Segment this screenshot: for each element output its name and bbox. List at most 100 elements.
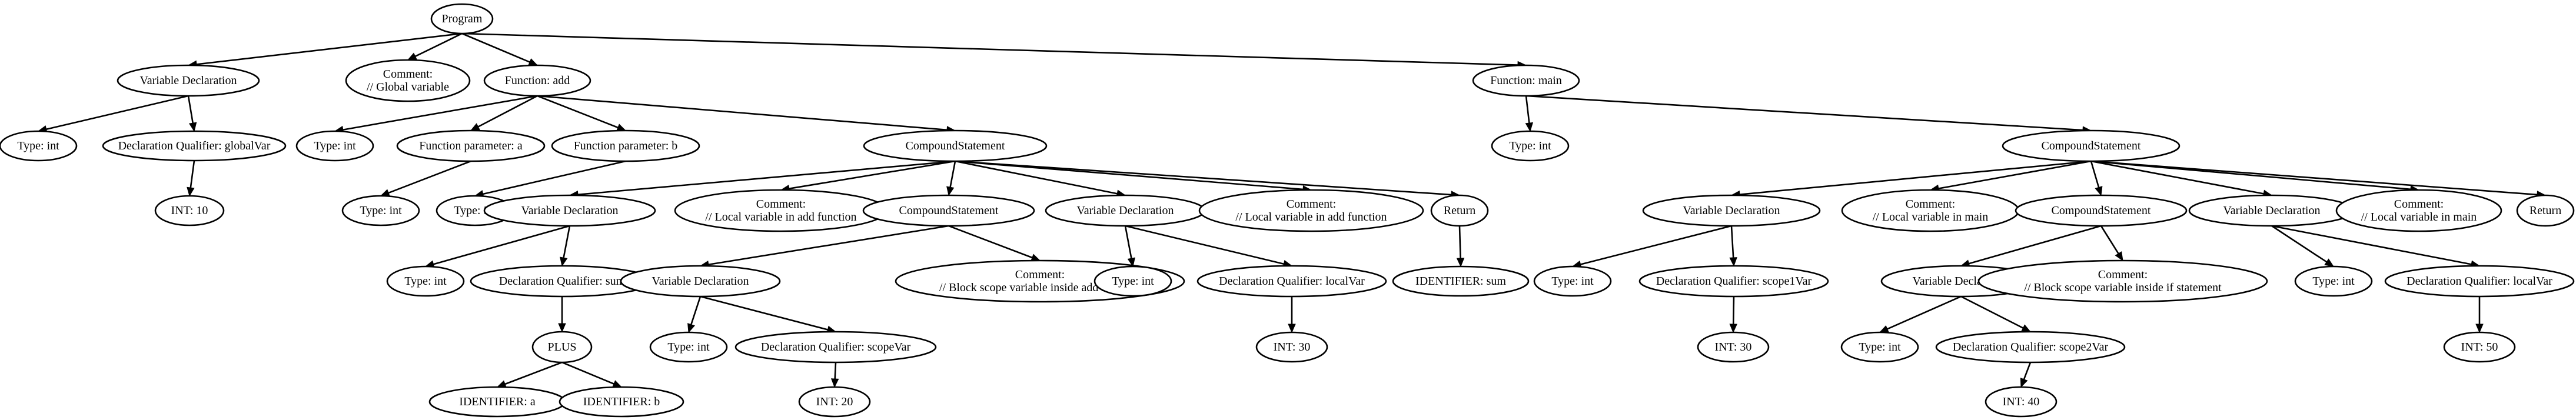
tree-node: Function parameter: a bbox=[396, 129, 546, 162]
node-label: Type: int bbox=[1551, 275, 1594, 288]
node-label: PLUS bbox=[548, 341, 577, 354]
tree-node: Comment:// Local variable in add functio… bbox=[1198, 189, 1424, 232]
node-ellipse bbox=[345, 59, 471, 102]
tree-node: Type: int bbox=[295, 130, 374, 162]
node-label: Comment: bbox=[383, 68, 433, 81]
node-label: Variable Declaration bbox=[521, 204, 619, 217]
node-ellipse bbox=[1472, 64, 1580, 97]
node-label: // Local variable in add function bbox=[705, 211, 856, 224]
edge-line bbox=[1732, 296, 1735, 325]
node-label: Declaration Qualifier: scope2Var bbox=[1953, 341, 2109, 354]
edge-line bbox=[504, 361, 563, 385]
edge-arrowhead bbox=[1456, 258, 1465, 268]
tree-node: CompoundStatement bbox=[863, 129, 1048, 162]
tree-node: Type: int bbox=[0, 130, 78, 162]
node-label: Variable Declaration bbox=[140, 74, 237, 87]
edge-line bbox=[2100, 225, 2119, 254]
node-label: INT: 50 bbox=[2461, 341, 2498, 354]
tree-node: Variable Declaration bbox=[620, 265, 781, 298]
node-ellipse bbox=[1638, 265, 1829, 298]
node-ellipse bbox=[863, 129, 1048, 162]
edge-line bbox=[2271, 225, 2472, 265]
edge-line bbox=[955, 160, 1452, 196]
edge-line bbox=[948, 225, 1033, 259]
edge-arrowhead bbox=[2020, 378, 2028, 388]
edge-arrowhead bbox=[830, 378, 839, 388]
node-label: Type: int bbox=[2312, 275, 2355, 288]
tree-node: Program bbox=[430, 3, 494, 35]
edge-line bbox=[955, 160, 1304, 191]
node-label: Declaration Qualifier: localVar bbox=[1219, 275, 1365, 288]
node-label: Type: int bbox=[1859, 341, 1901, 354]
edge-arrowhead bbox=[1729, 257, 1737, 267]
tree-node: Type: int bbox=[1840, 331, 1919, 363]
node-ellipse bbox=[1977, 259, 2268, 303]
tree-node: INT: 50 bbox=[2443, 331, 2516, 363]
node-ellipse bbox=[559, 386, 684, 418]
edge-arrowhead bbox=[558, 323, 566, 333]
edge-arrowhead bbox=[528, 58, 539, 66]
node-label: Declaration Qualifier: localVar bbox=[2407, 275, 2552, 288]
node-ellipse bbox=[551, 129, 700, 162]
node-ellipse bbox=[1093, 265, 1172, 297]
node-ellipse bbox=[1697, 331, 1770, 363]
tree-node: IDENTIFIER: a bbox=[428, 386, 566, 418]
node-label: Comment: bbox=[756, 198, 806, 211]
node-label: Type: int bbox=[1112, 275, 1154, 288]
edge-line bbox=[2023, 362, 2032, 380]
node-ellipse bbox=[117, 64, 260, 97]
edge-line bbox=[1730, 225, 1734, 258]
edge-line bbox=[461, 32, 1518, 66]
node-label: Declaration Qualifier: scope1Var bbox=[1656, 275, 1812, 288]
node-label: INT: 30 bbox=[1274, 341, 1311, 354]
tree-node: IDENTIFIER: b bbox=[559, 386, 684, 418]
node-ellipse bbox=[2002, 129, 2181, 162]
edge-line bbox=[1124, 225, 1132, 259]
node-ellipse bbox=[531, 331, 593, 364]
node-label: // Local variable in main bbox=[2361, 211, 2477, 224]
node-label: Function parameter: a bbox=[419, 139, 523, 152]
edge-line bbox=[196, 32, 463, 65]
edge-line bbox=[2090, 161, 2100, 188]
tree-node: CompoundStatement bbox=[2015, 194, 2188, 227]
edge-arrowhead bbox=[1127, 257, 1135, 268]
node-label: Type: int bbox=[404, 275, 447, 288]
edge-line bbox=[700, 295, 828, 331]
node-label: // Block scope variable inside add funct… bbox=[939, 281, 1141, 294]
node-ellipse bbox=[154, 195, 225, 226]
node-ellipse bbox=[1533, 265, 1612, 297]
edge-line bbox=[190, 160, 195, 188]
tree-node: PLUS bbox=[531, 331, 593, 364]
edge-line bbox=[1525, 95, 1530, 124]
tree-node: Variable Declaration bbox=[117, 64, 260, 97]
node-label: Function: add bbox=[505, 74, 570, 87]
edge-arrowhead bbox=[687, 323, 695, 334]
node-label: Type: int bbox=[1509, 139, 1551, 152]
tree-node: Declaration Qualifier: localVar bbox=[1196, 265, 1387, 298]
node-label: CompoundStatement bbox=[2042, 139, 2141, 152]
tree-node: Function: main bbox=[1472, 64, 1580, 97]
edge-line bbox=[537, 95, 619, 129]
tree-node: Declaration Qualifier: globalVar bbox=[102, 130, 287, 162]
tree-node: Type: int bbox=[386, 265, 465, 297]
node-ellipse bbox=[295, 130, 374, 162]
node-label: Declaration Qualifier: globalVar bbox=[118, 139, 271, 152]
node-label: IDENTIFIER: sum bbox=[1415, 275, 1506, 288]
edge-arrowhead bbox=[470, 123, 480, 131]
edge-arrowhead bbox=[560, 256, 568, 267]
node-ellipse bbox=[1196, 265, 1387, 298]
node-label: // Global variable bbox=[367, 81, 449, 94]
tree-node: IDENTIFIER: sum bbox=[1392, 265, 1530, 297]
edge-arrowhead bbox=[2324, 258, 2335, 267]
node-label: Return bbox=[2530, 204, 2561, 217]
tree-node: INT: 30 bbox=[1697, 331, 1770, 363]
node-label: // Block scope variable inside if statem… bbox=[2024, 281, 2222, 294]
node-label: Type: int bbox=[360, 204, 402, 217]
edge-line bbox=[477, 95, 538, 128]
edge-line bbox=[789, 160, 956, 189]
edge-arrowhead bbox=[612, 380, 623, 388]
edge-arrowhead bbox=[2475, 324, 2484, 334]
edge-line bbox=[690, 296, 702, 325]
edge-line bbox=[1969, 225, 2102, 265]
